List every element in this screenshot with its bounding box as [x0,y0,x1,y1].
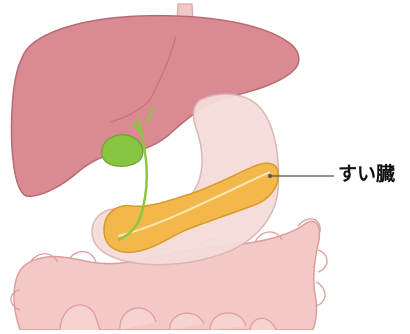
gallbladder [102,135,143,167]
callout-anchor-dot [268,174,272,178]
pancreas-label: すい臓 [338,162,395,186]
